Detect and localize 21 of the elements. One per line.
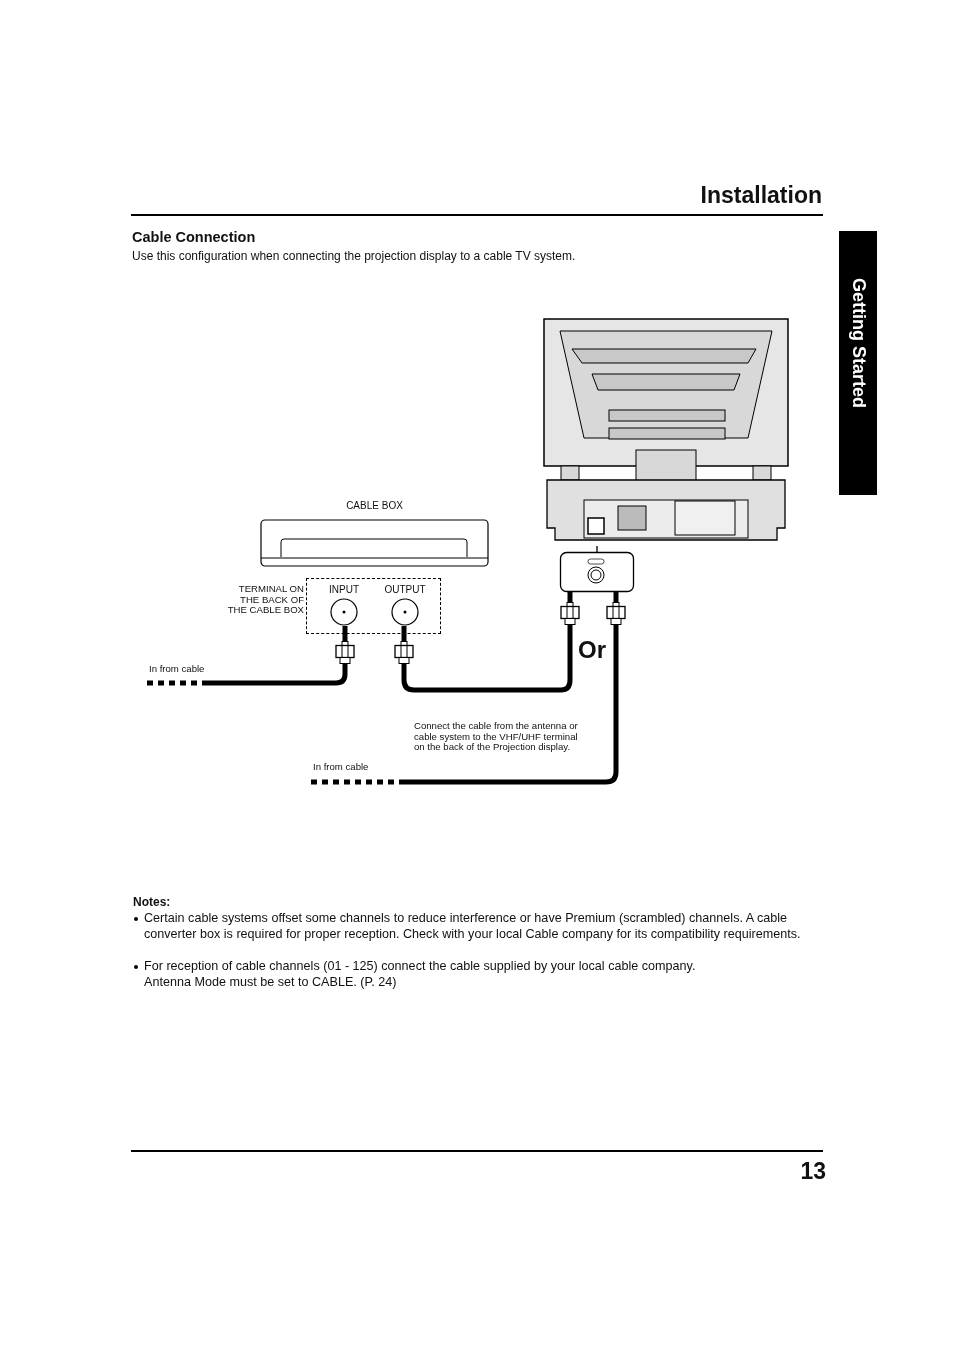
intro-text: Use this configuration when connecting the projection display to a cable TV system. bbox=[132, 249, 576, 263]
jack-label: OUTPUT bbox=[383, 584, 427, 595]
note-item: For reception of cable channels (01 - 125) connect the cable supplied by your local cable company. Antenna Mode must be set to CABLE. (P. 24) bbox=[144, 958, 697, 990]
cable-box-drawing bbox=[260, 499, 489, 569]
source-label: In from cable bbox=[149, 663, 205, 674]
jack-label: INPUT bbox=[328, 584, 360, 595]
section-heading: Cable Connection bbox=[132, 229, 256, 245]
cable bbox=[147, 626, 355, 686]
or-label: Or bbox=[578, 636, 606, 664]
page-number: 13 bbox=[800, 1158, 826, 1185]
notes-heading: Notes: bbox=[133, 895, 171, 909]
cable bbox=[394, 592, 580, 693]
page-title: Installation bbox=[700, 182, 822, 209]
panel-label: TERMINAL ON THE BACK OF THE CABLE BOX bbox=[226, 584, 304, 616]
instruction-note: Connect the cable from the antenna or cable system to the VHF/UHF terminal on the back of the Projection display. bbox=[414, 721, 579, 753]
box-label: CABLE BOX bbox=[345, 500, 404, 511]
note-item: Certain cable systems offset some channels to reduce interference or have Premium (scrambled) channels. A cable converter box is required for proper reception. Check with your local Cable company for its compatibility requirements. bbox=[144, 910, 802, 942]
cable bbox=[311, 592, 626, 785]
terminal-inset bbox=[560, 552, 634, 592]
source-label: In from cable bbox=[313, 761, 369, 772]
section-tab: Getting Started bbox=[839, 231, 877, 495]
